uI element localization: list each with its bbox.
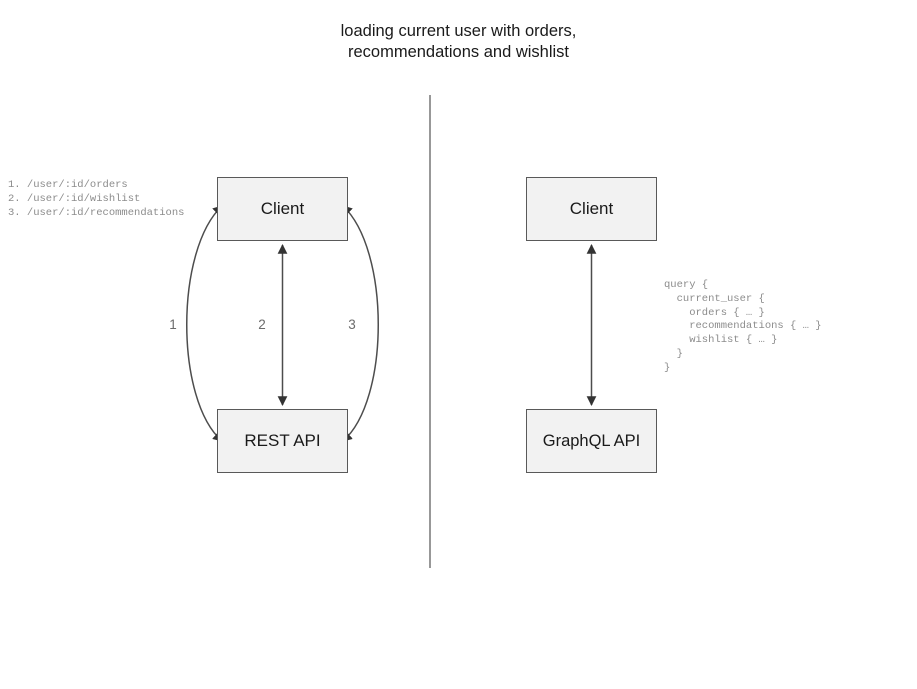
node-rest-api[interactable]: REST API xyxy=(217,409,348,473)
node-graphql-api[interactable]: GraphQL API xyxy=(526,409,657,473)
edge-rest-1 xyxy=(186,205,223,442)
node-client-rest[interactable]: Client xyxy=(217,177,348,241)
node-client-graphql[interactable]: Client xyxy=(526,177,657,241)
rest-endpoints-list: 1. /user/:id/orders 2. /user/:id/wishlis… xyxy=(8,179,185,219)
edge-label-3: 3 xyxy=(348,317,356,332)
node-graphql-api-label: GraphQL API xyxy=(542,431,641,450)
graphql-query-snippet: query { current_user { orders { … } reco… xyxy=(664,279,822,374)
edge-label-1: 1 xyxy=(169,317,177,332)
node-client-graphql-label: Client xyxy=(569,199,614,218)
edge-label-2: 2 xyxy=(258,317,266,332)
edge-rest-3 xyxy=(342,205,379,442)
node-rest-api-label: REST API xyxy=(244,431,321,450)
page-title: loading current user with orders, recomm… xyxy=(340,22,577,61)
node-client-rest-label: Client xyxy=(260,199,305,218)
